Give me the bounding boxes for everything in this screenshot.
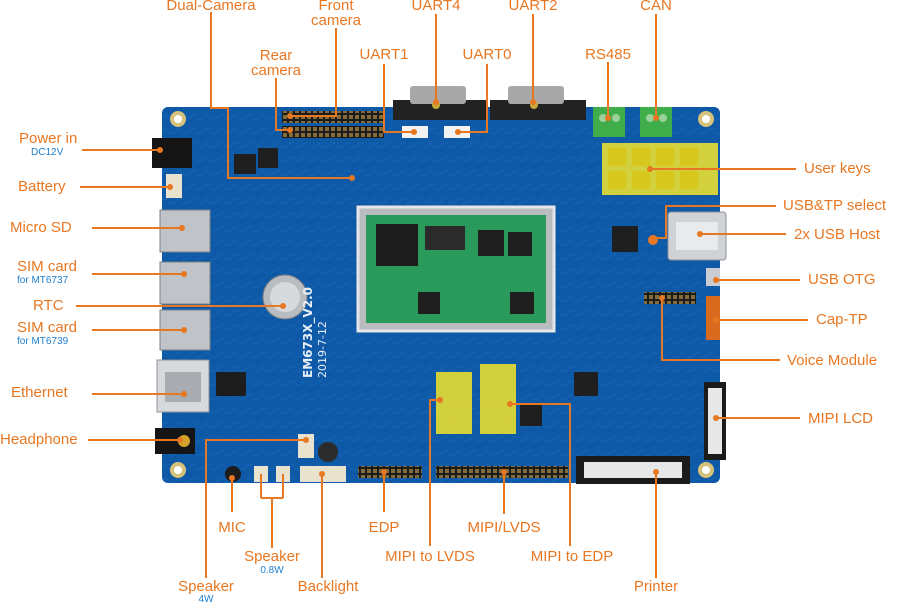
label-rtc: RTC [33,297,64,314]
board-model-silk: EM673X_V2.0 [301,287,316,378]
power-jack [152,138,192,168]
leader-lines [76,12,808,578]
leader-speaker08 [260,474,284,548]
usb-otg-port [706,268,720,286]
db9-uart2 [490,100,586,120]
leader-front-camera [290,28,337,117]
sublabel-speaker-0-8w: 0.8W [260,565,284,576]
label-battery: Battery [18,178,66,195]
leader-usb-tp [653,205,776,239]
leader-mipi-to-edp [510,403,571,546]
leader-speaker4 [205,439,306,578]
label-uart1: UART1 [359,46,409,63]
label-headphone: Headphone [0,431,78,448]
label-speaker-0-8w: Speaker [244,548,300,565]
cap-tp-connector [706,296,720,340]
label-can: CAN [640,0,672,14]
db9-uart4 [393,100,487,120]
label-rs485: RS485 [585,46,631,63]
label-user-keys: User keys [804,160,871,177]
leader-voice [661,298,780,361]
label-front-camera: Front camera [310,0,362,29]
label-backlight: Backlight [297,578,359,595]
label-uart4: UART4 [411,0,461,14]
label-dual-camera: Dual-Camera [166,0,256,14]
leader-mipi-to-lvds [429,399,440,546]
sublabel-sim-mt6739: for MT6739 [17,336,69,347]
sim-slot-mt6737 [159,261,211,305]
label-speaker-4w: Speaker [178,578,234,595]
leader-rear-camera [275,78,290,131]
label-voice-module: Voice Module [787,352,878,369]
label-edp: EDP [368,519,400,536]
mipi-to-edp-chip [480,364,516,434]
label-sim-mt6739: SIM card [17,319,78,336]
label-rear-camera: Rear camera [250,47,302,79]
usb-tp-select-switch [648,235,658,245]
battery-connector [166,174,182,198]
label-ethernet: Ethernet [11,384,68,401]
label-micro-sd: Micro SD [10,219,72,236]
label-printer: Printer [633,578,679,595]
label-mic: MIC [218,519,246,536]
sublabel-sim-mt6737: for MT6737 [17,275,69,286]
label-sim-mt6737: SIM card [17,258,78,275]
leader-uart0 [458,64,488,133]
label-power-in: Power in [19,130,78,147]
sublabel-speaker-4w: 4W [198,594,214,605]
mipi-to-lvds-chip [436,372,472,434]
label-mipi-lvds: MIPI/LVDS [467,519,541,536]
leader-dots [157,99,719,481]
label-mipi-to-edp: MIPI to EDP [530,548,614,565]
micro-sd-slot [159,209,211,253]
label-usb-host: 2x USB Host [794,226,880,243]
label-uart2: UART2 [508,0,558,14]
label-mipi-to-lvds: MIPI to LVDS [385,548,475,565]
board-date-silk: 2019-7-12 [316,321,329,378]
label-cap-tp: Cap-TP [816,311,868,328]
label-usb-otg: USB OTG [808,271,876,288]
leader-uart1 [383,64,414,133]
label-usb-tp-select: USB&TP select [783,197,887,214]
leader-dual-camera [210,12,352,179]
sublabel-power-in: DC12V [31,147,64,158]
label-uart0: UART0 [462,46,512,63]
label-mipi-lcd: MIPI LCD [808,410,874,427]
